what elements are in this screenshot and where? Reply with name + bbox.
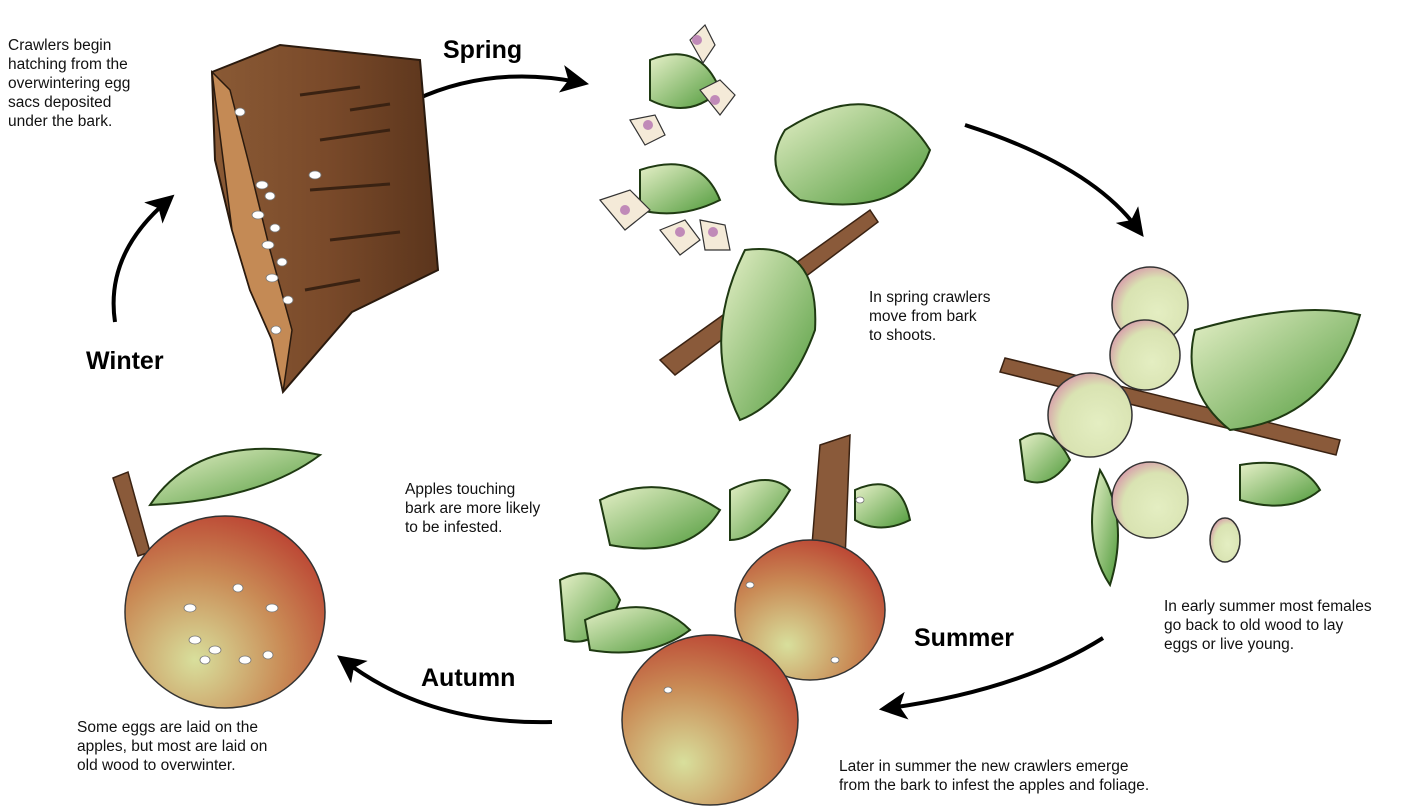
season-label-summer: Summer <box>914 624 1014 653</box>
autumn-apple-illustration <box>113 449 325 708</box>
caption-autumn-eggs: Some eggs are laid on the apples, but mo… <box>77 718 267 775</box>
season-label-winter: Winter <box>86 347 164 376</box>
arrow-winter-up <box>114 202 166 322</box>
summer-apples-illustration <box>560 435 910 805</box>
caption-winter-bark: Crawlers begin hatching from the overwin… <box>8 36 130 131</box>
bark-illustration <box>212 45 438 392</box>
arrow-spring-to-summer <box>965 125 1137 228</box>
arrow-winter-to-spring <box>415 76 578 100</box>
season-label-spring: Spring <box>443 36 522 65</box>
young-fruit-branch-illustration <box>1000 267 1360 585</box>
caption-late-summer: Later in summer the new crawlers emerge … <box>839 757 1149 795</box>
blossom-twig-illustration <box>600 25 930 420</box>
caption-early-summer: In early summer most females go back to … <box>1164 597 1372 654</box>
season-label-autumn: Autumn <box>421 664 515 693</box>
caption-apples-touching-bark: Apples touching bark are more likely to … <box>405 480 540 537</box>
caption-spring-shoots: In spring crawlers move from bark to sho… <box>869 288 990 345</box>
